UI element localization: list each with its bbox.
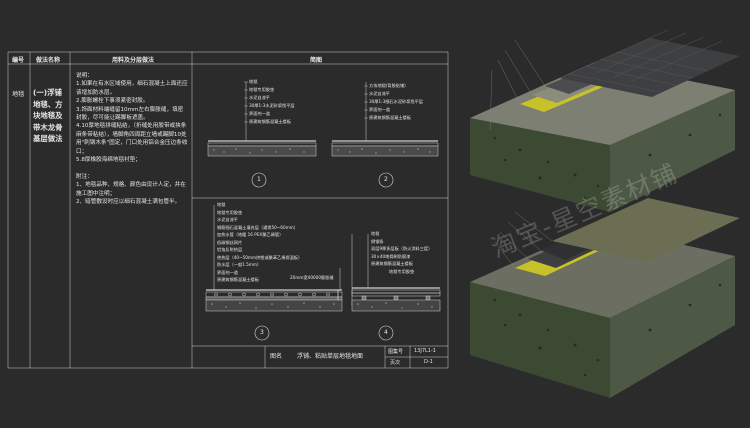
- d3-label-screed: 钢筋细石混凝土填充层（通常50~60mm）: [217, 224, 298, 230]
- d2-label-slab: 原建筑钢筋混凝土楼板: [369, 115, 411, 120]
- detail-1-number: 1: [257, 176, 261, 183]
- drawing-title: 浮铺、粘贴单层地毯地面: [297, 353, 364, 360]
- d3-label-interface: 界面剂一道: [217, 269, 238, 275]
- d4-slab: [351, 299, 441, 312]
- title-block-label: 图名: [270, 353, 283, 360]
- detail-1-slab-texture: [213, 148, 305, 154]
- render-bottom-base-side: [610, 256, 735, 398]
- d1-label-mortar: 30厚1:3水泥砂浆找平层: [249, 103, 295, 108]
- d2-label-self-level: 水泥自流平: [369, 91, 390, 96]
- detail-3-number-circle: [254, 325, 270, 341]
- d1-mortar: [207, 142, 317, 147]
- render-bottom-texture: [493, 283, 722, 377]
- d2-label-tile-carpet: 方块地毯(背胶贴铺): [369, 83, 406, 88]
- detail-1-labels: 地毯 地毯专用胶垫 水泥自流平 30厚1:3水泥砂浆找平层 界面剂一道 原建筑钢…: [249, 79, 295, 125]
- d4-label-underlay: 地毯专用胶垫: [389, 268, 415, 274]
- d1-label-underlay: 地毯专用胶垫: [249, 87, 275, 92]
- detail-2-slab-texture: [337, 148, 431, 154]
- detail-2-labels: 方块地毯(背胶贴铺) 水泥自流平 30厚1:3细石水泥砂浆找平层 界面剂一道 原…: [369, 83, 423, 121]
- detail-2-section: [331, 82, 439, 157]
- detail-4-labels: 地毯 倒钢条 双层9厚多层板（防火涂料三度） 30×40地骨刷防腐漆 原建筑钢筋…: [371, 231, 432, 275]
- d4-label-carpet: 地毯: [371, 231, 380, 236]
- detail-3-number: 3: [260, 329, 264, 336]
- d4-plywood-2: [351, 292, 441, 297]
- d3-label-heating-pipe: 加热水管（地暖 16 PEX聚乙烯管）: [217, 232, 284, 237]
- atlas-label: 图集号: [388, 349, 404, 355]
- render-bottom-carpet-layers: [470, 198, 740, 398]
- d3-slab: [205, 299, 343, 312]
- table-border: [7, 51, 449, 369]
- d3-label-mesh: 低碳钢丝网片: [217, 239, 243, 245]
- render-bottom-callouts: [494, 211, 553, 269]
- render-top-callouts: [489, 39, 546, 131]
- d1-label-slab: 原建筑钢筋混凝土楼板: [249, 119, 291, 124]
- page-value: D-1: [424, 359, 433, 365]
- d3-screed: [205, 291, 343, 298]
- d3-label-slab: 原建筑钢筋混凝土楼板: [217, 277, 259, 282]
- render-bottom-carpet: [552, 198, 740, 262]
- detail-3-pipes: [214, 292, 330, 297]
- render-top-base-side: [610, 90, 735, 212]
- material-notes: 说明： 1.如果在有水区域使用，细石混凝土上面还应该增加防水层。 2.膨胀螺栓下…: [76, 73, 188, 206]
- d2-slab: [331, 145, 439, 157]
- d4-plywood-1: [351, 289, 441, 294]
- d3-label-foil: 铝箔反射热层: [217, 247, 243, 252]
- method-name: (一)浮铺地毯、方块地毯及带木龙骨基层做法: [33, 88, 63, 143]
- atlas-value: 13J7L1-1: [414, 348, 436, 354]
- detail-1-number-circle: [251, 172, 267, 188]
- d4-joist-2: [393, 295, 399, 301]
- d1-label-self-level: 水泥自流平: [249, 95, 270, 100]
- d1-slab: [207, 145, 317, 157]
- d4-joist-1: [361, 295, 367, 301]
- detail-4-number: 4: [384, 329, 388, 336]
- d4-label-plywood: 双层9厚多层板（防火涂料三度）: [371, 246, 433, 251]
- d3-label-waterproof: 防水层（一般1.5mm）: [217, 262, 262, 267]
- detail-1-tick-marks: [244, 81, 248, 123]
- render-bottom-base-front: [470, 282, 610, 398]
- detail-2-tick-marks: [364, 85, 368, 119]
- d3-callout-joint: 20mm宽40000膨胀缝: [290, 275, 334, 280]
- detail-2-number-circle: [378, 172, 394, 188]
- detail-1-section: [207, 82, 317, 157]
- header-materials: 用料及分层做法: [112, 57, 155, 64]
- detail-4-section: [351, 234, 441, 312]
- detail-3-section: [205, 205, 343, 312]
- page-label: 页次: [390, 360, 401, 366]
- detail-4-slab-texture: [357, 302, 433, 309]
- d3-label-self-level: 水泥自流平: [217, 217, 238, 222]
- header-code: 编号: [12, 57, 25, 64]
- d4-label-slab: 原建筑钢筋混凝土楼板: [371, 261, 413, 266]
- detail-3-labels: 地毯 地毯专用胶垫 水泥自流平 钢筋细石混凝土填充层（通常50~60mm） 加热…: [217, 202, 302, 283]
- header-method: 做法名称: [36, 57, 61, 64]
- detail-4-number-circle: [378, 325, 394, 341]
- render-top-grid: [569, 29, 723, 93]
- render-top-texture: [493, 113, 722, 200]
- d4-joist-3: [425, 295, 431, 301]
- d1-label-interface: 界面剂一道: [249, 111, 270, 116]
- d3-label-underlay: 地毯专用胶垫: [217, 209, 243, 215]
- row-code: 地毯: [12, 91, 25, 98]
- d4-label-gripper: 倒钢条: [371, 238, 384, 244]
- d1-label-carpet: 地毯: [249, 79, 258, 84]
- d3-label-insulation: 绝热层（40~50mm挤塑或聚苯乙烯保温板）: [217, 254, 303, 260]
- d2-label-mortar: 30厚1:3细石水泥砂浆找平层: [369, 99, 423, 104]
- d2-label-interface: 界面剂一道: [369, 107, 390, 112]
- render-top-base-front: [470, 118, 610, 212]
- table-grid: [7, 51, 449, 369]
- d3-label-carpet: 地毯: [217, 202, 226, 207]
- detail-3-slab-texture: [211, 302, 335, 309]
- detail-2-number: 2: [384, 176, 388, 183]
- d4-label-joist: 30×40地骨刷防腐漆: [371, 253, 411, 259]
- d3-insulation: [205, 296, 343, 301]
- header-sketch: 简图: [310, 57, 323, 64]
- d2-mortar: [331, 142, 439, 147]
